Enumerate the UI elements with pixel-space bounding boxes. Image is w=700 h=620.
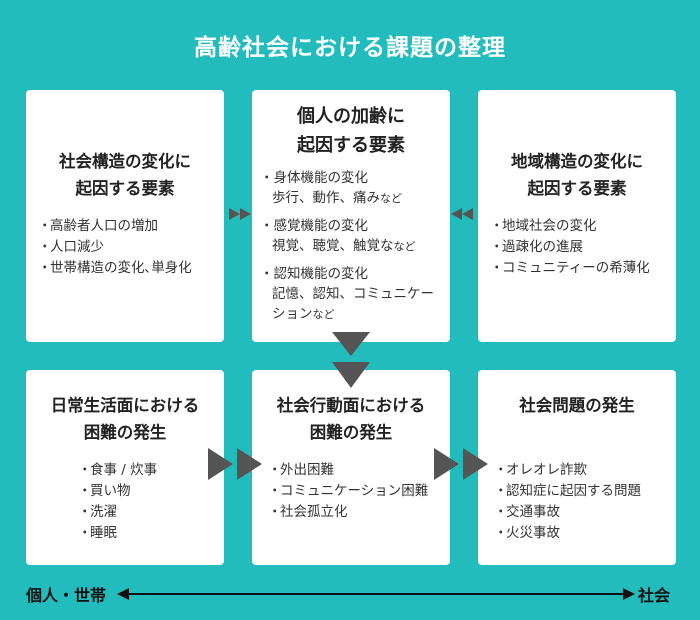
arrow-right-small-icon bbox=[229, 208, 251, 220]
list-item: ・交通事故 bbox=[494, 504, 560, 520]
list-item: ・食事 / 炊事 bbox=[78, 462, 158, 478]
item-list: ・地域社会の変化 ・過疎化の進展 ・コミュニティーの希薄化 bbox=[490, 216, 676, 279]
item-list: ・食事 / 炊事 ・買い物 ・洗濯 ・睡眠 bbox=[78, 460, 224, 544]
box-individual-aging: 個人の加齢に 起因する要素 ・身体機能の変化 歩行、動作、痛みなど ・感覚機能の… bbox=[252, 90, 450, 342]
arrow-right-large-icon bbox=[208, 448, 262, 480]
list-item: ・買い物 bbox=[78, 483, 131, 499]
box-title: 地域構造の変化に 起因する要素 bbox=[511, 152, 643, 198]
box-title: 社会構造の変化に 起因する要素 bbox=[59, 152, 191, 198]
list-item: ・過疎化の進展 bbox=[490, 239, 583, 255]
arrow-right-large-icon bbox=[434, 448, 488, 480]
list-item: ・洗濯 bbox=[78, 504, 117, 520]
box-daily-life: 日常生活面における 困難の発生 ・食事 / 炊事 ・買い物 ・洗濯 ・睡眠 bbox=[26, 370, 224, 565]
item-list: ・オレオレ詐欺 ・認知症に起因する問題 ・交通事故 ・火災事故 bbox=[494, 460, 676, 544]
aging-factor-list: ・身体機能の変化 歩行、動作、痛みなど ・感覚機能の変化 視覚、聴覚、触覚ななど… bbox=[260, 168, 450, 325]
list-item: ・認知症に起因する問題 bbox=[494, 483, 641, 499]
list-item: ・社会孤立化 bbox=[268, 504, 348, 520]
scale-label-individual: 個人・世帯 bbox=[26, 586, 107, 605]
list-item: ・外出困難 bbox=[268, 462, 334, 478]
aging-factor-cognitive: ・認知機能の変化 記憶、認知、コミュニケー ションなど bbox=[260, 266, 434, 322]
list-item: ・睡眠 bbox=[78, 525, 117, 541]
list-item: ・人口減少 bbox=[38, 239, 104, 255]
box-title: 日常生活面における 困難の発生 bbox=[50, 396, 200, 442]
list-item: ・地域社会の変化 bbox=[490, 218, 597, 234]
list-item: ・オレオレ詐欺 bbox=[494, 462, 587, 478]
aging-factor-physical: ・身体機能の変化 歩行、動作、痛みなど bbox=[260, 170, 402, 206]
aging-factor-sensory: ・感覚機能の変化 視覚、聴覚、触覚ななど bbox=[260, 218, 416, 254]
list-item: ・世帯構造の変化､単身化 bbox=[38, 260, 192, 276]
box-social-problem: 社会問題の発生 ・オレオレ詐欺 ・認知症に起因する問題 ・交通事故 ・火災事故 bbox=[478, 370, 676, 565]
box-title: 社会問題の発生 bbox=[519, 396, 635, 415]
list-item: ・高齢者人口の増加 bbox=[38, 218, 158, 234]
box-regional-structure: 地域構造の変化に 起因する要素 ・地域社会の変化 ・過疎化の進展 ・コミュニティ… bbox=[478, 90, 676, 342]
arrow-left-small-icon bbox=[451, 208, 473, 220]
list-item: ・コミュニティーの希薄化 bbox=[490, 260, 650, 276]
item-list: ・外出困難 ・コミュニケーション困難 ・社会孤立化 bbox=[268, 460, 450, 523]
page-title: 高齢社会における課題の整理 bbox=[194, 35, 506, 61]
arrow-down-icon bbox=[332, 332, 370, 388]
list-item: ・火災事故 bbox=[494, 525, 560, 541]
scale-label-society: 社会 bbox=[638, 586, 671, 605]
box-social-action: 社会行動面における 困難の発生 ・外出困難 ・コミュニケーション困難 ・社会孤立… bbox=[252, 370, 450, 565]
box-social-structure: 社会構造の変化に 起因する要素 ・高齢者人口の増加 ・人口減少 ・世帯構造の変化… bbox=[26, 90, 224, 342]
list-item: ・コミュニケーション困難 bbox=[268, 483, 429, 499]
box-title: 社会行動面における 困難の発生 bbox=[276, 396, 426, 442]
box-title: 個人の加齢に 起因する要素 bbox=[297, 106, 405, 156]
item-list: ・高齢者人口の増加 ・人口減少 ・世帯構造の変化､単身化 bbox=[38, 216, 224, 279]
double-arrow-icon bbox=[117, 588, 635, 600]
